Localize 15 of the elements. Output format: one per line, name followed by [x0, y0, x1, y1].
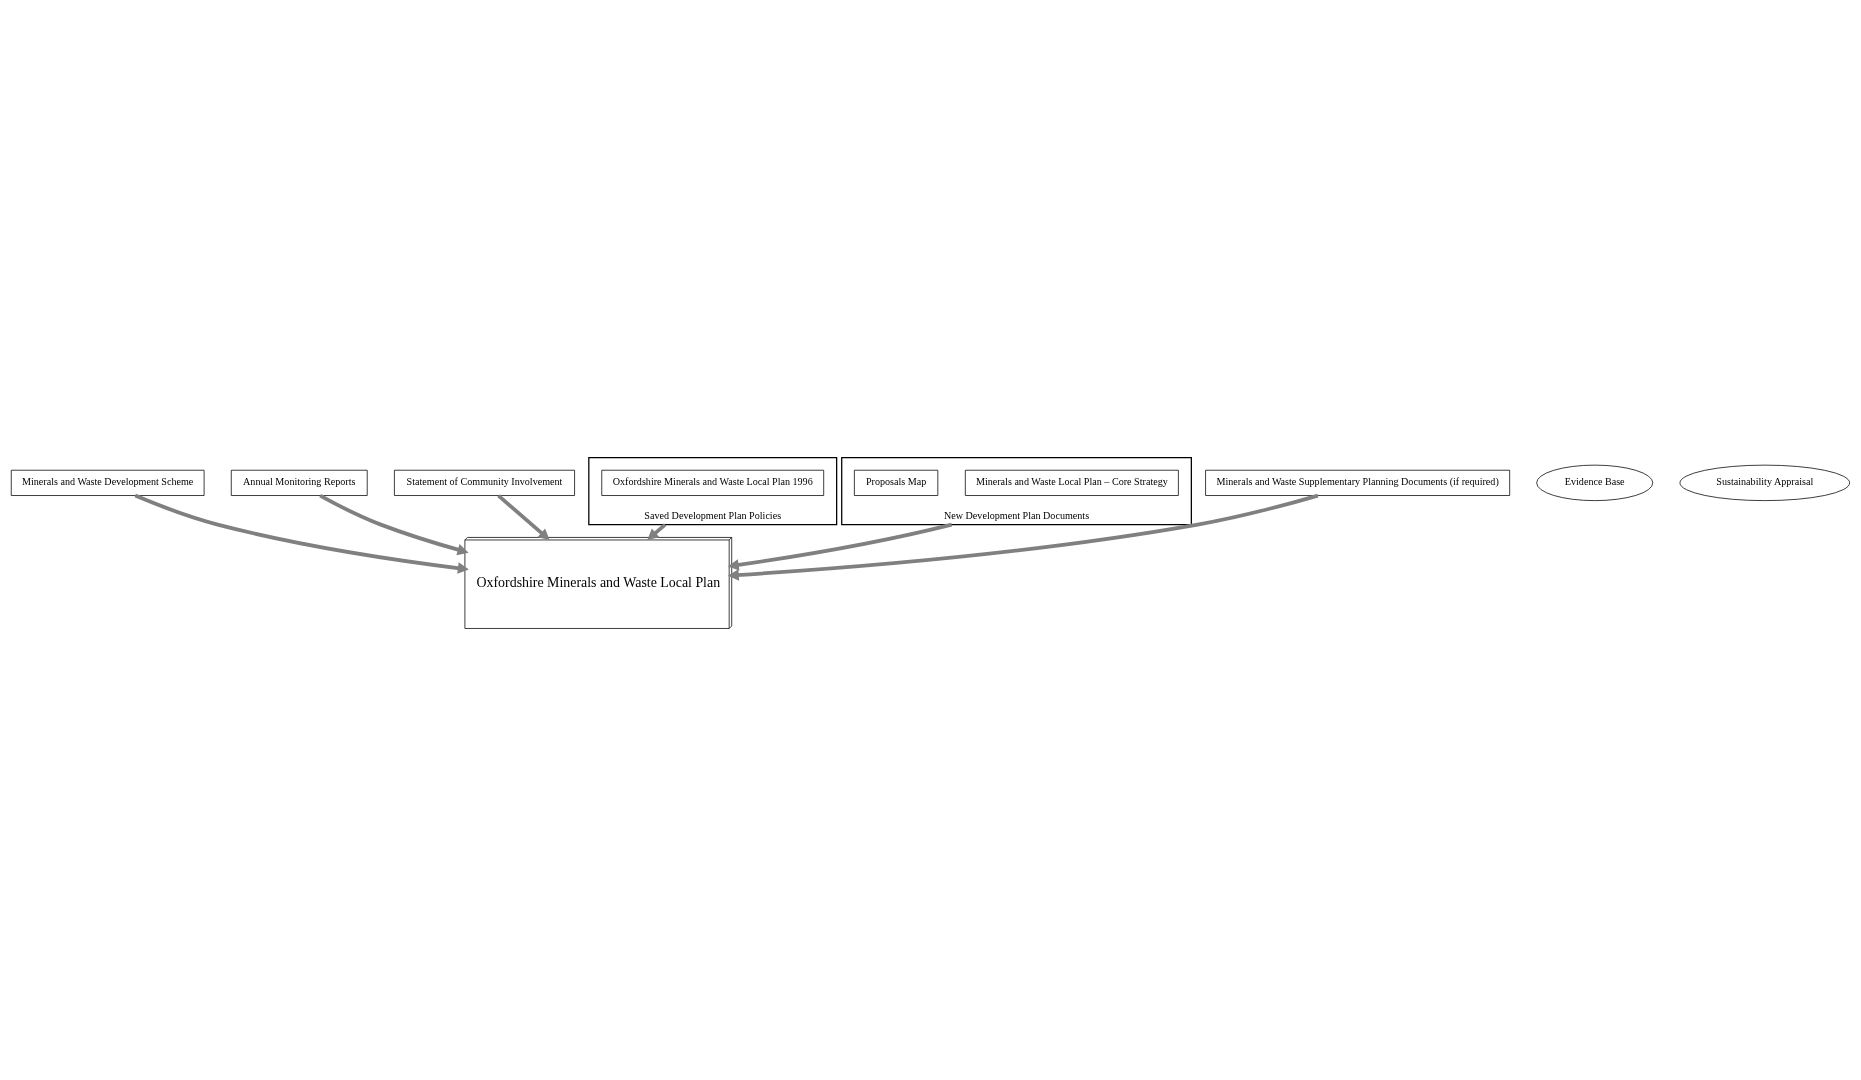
node-box: Oxfordshire Minerals and Waste Local Plan 1996: [601, 469, 825, 496]
arrow: [727, 522, 953, 571]
node-box: Statement of Community Involvement: [394, 469, 575, 496]
node-box: Minerals and Waste Local Plan – Core Strategy: [964, 469, 1179, 496]
node-ellipse: Sustainability Appraisal: [1679, 464, 1851, 501]
arrow: [319, 493, 469, 555]
node-box: Minerals and Waste Development Scheme: [10, 469, 205, 496]
arrow: [727, 493, 1319, 581]
node-ellipse: Evidence Base: [1536, 464, 1654, 501]
arrow: [134, 493, 469, 574]
arrow: [647, 522, 667, 540]
node-box: Minerals and Waste Supplementary Planning Documents (if required): [1205, 469, 1511, 496]
node-box: Annual Monitoring Reports: [230, 469, 368, 496]
arrow: [497, 493, 550, 540]
node-box: Proposals Map: [854, 469, 939, 496]
